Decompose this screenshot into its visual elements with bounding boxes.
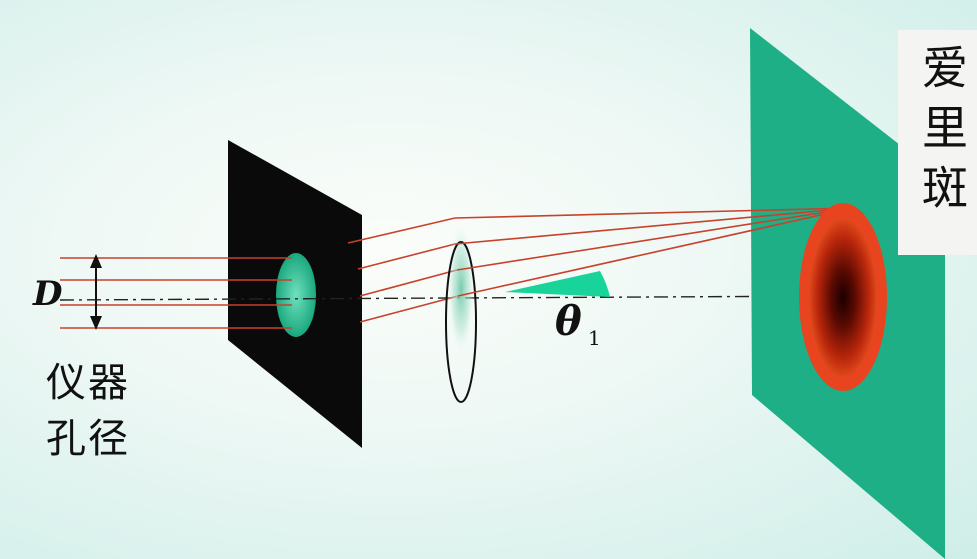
diffracted-ray-front-4 <box>359 295 459 323</box>
airy-disk-char-3: 斑 <box>922 161 968 215</box>
aperture-symbol-label: D <box>33 274 63 314</box>
diffracted-rays-front <box>347 217 459 323</box>
angle-theta-wedge <box>505 271 610 297</box>
aperture-caption-line2: 孔径 <box>46 416 130 462</box>
focusing-ray-4 <box>457 207 853 297</box>
convex-lens-fill <box>447 214 475 350</box>
airy-disk-label-panel <box>898 30 977 255</box>
diffracted-ray-front-2 <box>357 243 456 270</box>
aperture-caption-line1: 仪器 <box>46 360 130 406</box>
angle-theta-subscript: 1 <box>588 326 601 350</box>
focusing-ray-1 <box>454 207 853 219</box>
focusing-ray-3 <box>456 207 853 271</box>
diffracted-ray-front-1 <box>347 217 456 244</box>
focusing-rays <box>454 207 853 297</box>
aperture-opening <box>276 253 316 337</box>
airy-disk-char-1: 爱 <box>922 41 968 95</box>
airy-disk-label: 爱 里 斑 <box>922 38 977 218</box>
convex-lens <box>445 241 477 403</box>
incoming-rays <box>60 257 292 329</box>
optical-axis <box>59 295 846 301</box>
aperture-dimension-arrow <box>90 254 102 330</box>
focusing-ray-2 <box>454 207 853 245</box>
airy-disk-char-2: 里 <box>922 101 968 155</box>
diffracted-ray-front-3 <box>359 269 458 297</box>
airy-disk-spot <box>809 218 877 378</box>
angle-theta-label: θ <box>555 298 582 345</box>
